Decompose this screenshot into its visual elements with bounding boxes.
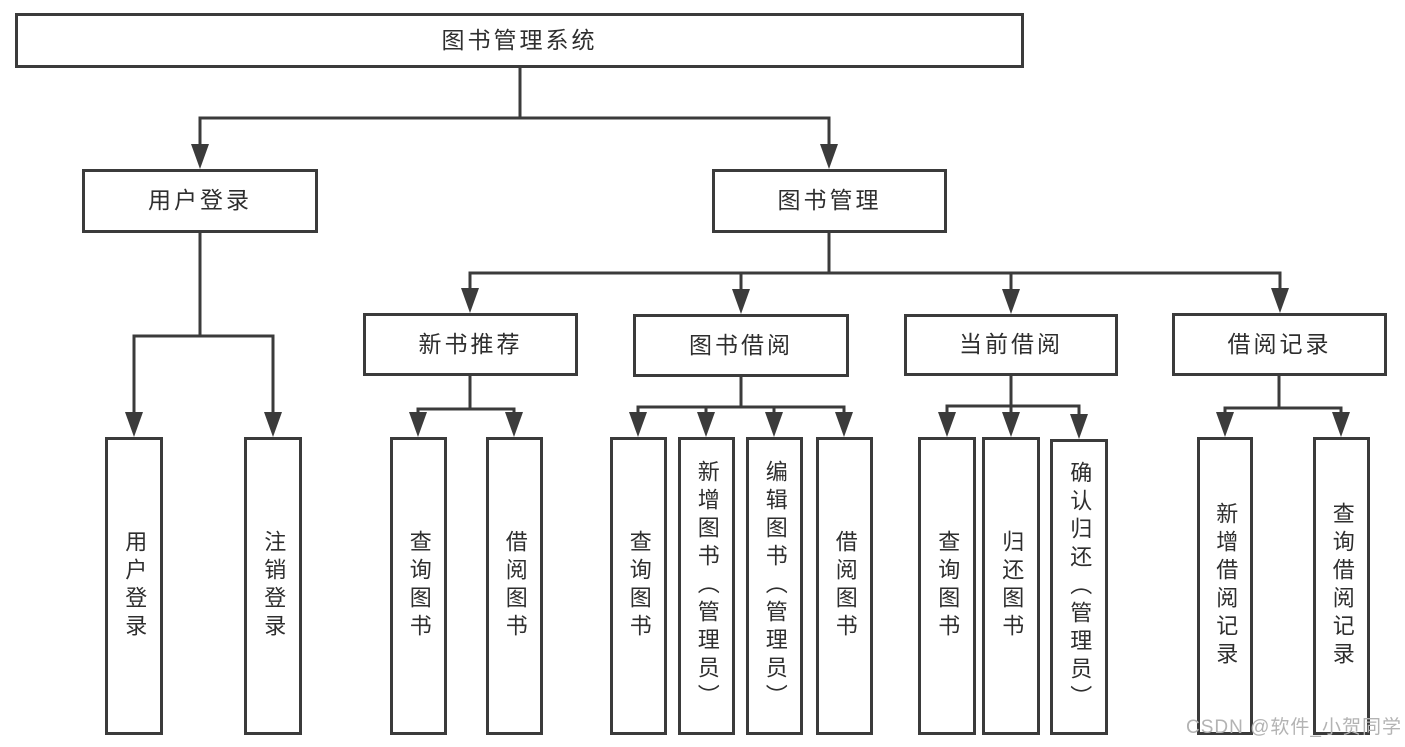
node-label: 查询图书 [406,530,432,642]
node-label: 编辑图书（管理员） [762,460,788,712]
arrowhead-icon [461,288,479,313]
node-label: 新书推荐 [418,330,523,357]
arrowhead-icon [1216,412,1234,437]
node-leaf-confirm-return-admin: 确认归还（管理员） [1050,439,1108,735]
arrowhead-icon [629,412,647,437]
arrowhead-icon [1002,412,1020,437]
node-current-borrowing: 当前借阅 [904,314,1118,376]
node-leaf-query-books-1: 查询图书 [390,437,447,735]
node-label: 借阅图书 [502,530,528,642]
node-library-management-system: 图书管理系统 [15,13,1024,68]
csdn-watermark: CSDN @软件_小贺同学 [1186,717,1402,738]
node-label: 用户登录 [148,187,252,214]
node-label: 确认归还（管理员） [1067,461,1093,713]
node-book-management-branch: 图书管理 [712,169,947,233]
arrowhead-icon [1070,414,1088,439]
arrowhead-icon [505,412,523,437]
node-borrowing-records: 借阅记录 [1172,313,1387,376]
arrowhead-icon [264,412,282,437]
node-leaf-user-login: 用户登录 [105,437,163,735]
arrowhead-icon [1332,412,1350,437]
node-leaf-borrow-books-1: 借阅图书 [486,437,543,735]
node-label: 新增借阅记录 [1213,502,1239,670]
node-label: 借阅图书 [832,530,858,642]
node-leaf-query-books-3: 查询图书 [918,437,976,735]
node-leaf-query-borrow-record: 查询借阅记录 [1313,437,1370,735]
node-leaf-add-book-admin: 新增图书（管理员） [678,437,735,735]
node-user-login-branch: 用户登录 [82,169,318,233]
node-leaf-add-borrow-record: 新增借阅记录 [1197,437,1253,735]
node-label: 新增图书（管理员） [694,460,720,712]
node-label: 图书借阅 [689,331,793,358]
node-leaf-logout: 注销登录 [244,437,302,735]
node-leaf-edit-book-admin: 编辑图书（管理员） [746,437,803,735]
arrowhead-icon [191,144,209,169]
node-label: 查询图书 [626,530,652,642]
node-label: 归还图书 [999,530,1025,642]
node-label: 图书管理系统 [441,26,598,53]
node-label: 查询图书 [935,530,961,642]
node-leaf-return-books: 归还图书 [982,437,1040,735]
node-book-borrowing: 图书借阅 [633,314,849,377]
arrowhead-icon [125,412,143,437]
arrowhead-icon [409,412,427,437]
arrowhead-icon [697,412,715,437]
node-label: 注销登录 [261,530,287,642]
node-label: 借阅记录 [1227,330,1332,357]
arrowhead-icon [732,289,750,314]
arrowhead-icon [820,144,838,169]
arrowhead-icon [835,412,853,437]
node-new-book-recommendation: 新书推荐 [363,313,578,376]
arrowhead-icon [938,412,956,437]
arrowhead-icon [1271,288,1289,313]
arrowhead-icon [1002,289,1020,314]
node-label: 当前借阅 [959,331,1063,358]
node-label: 查询借阅记录 [1329,502,1355,670]
node-leaf-query-books-2: 查询图书 [610,437,667,735]
arrowhead-icon [765,412,783,437]
node-label: 用户登录 [122,530,148,642]
node-label: 图书管理 [777,187,882,214]
node-leaf-borrow-books-2: 借阅图书 [816,437,873,735]
